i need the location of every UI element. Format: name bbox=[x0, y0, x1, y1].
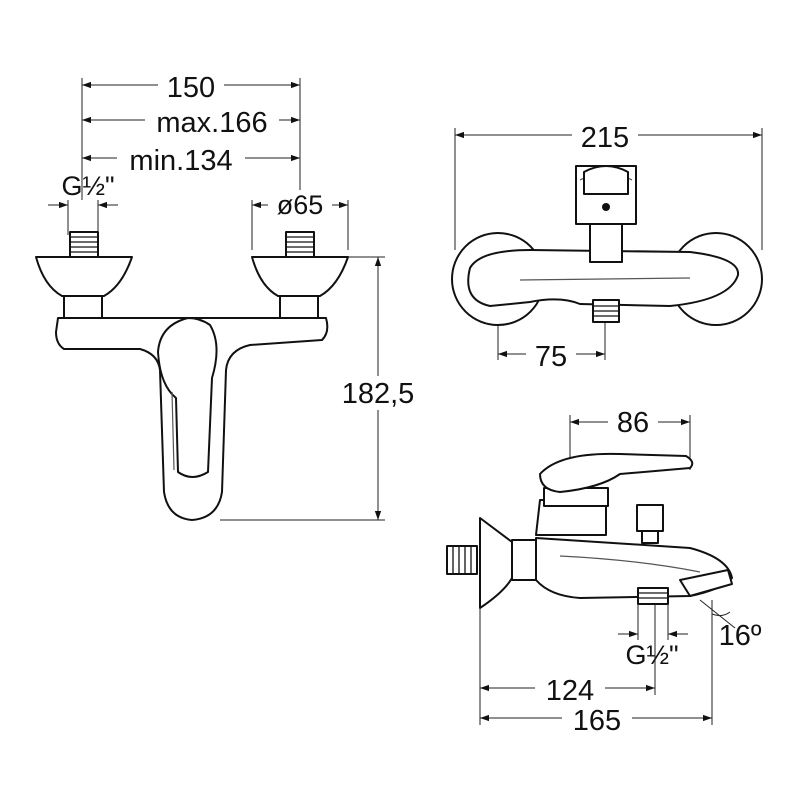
max-distance-label: max.166 bbox=[156, 107, 267, 139]
top-view-body bbox=[451, 165, 763, 326]
angle-16-indicator bbox=[699, 599, 736, 629]
outlet-distance-label: 75 bbox=[535, 341, 567, 373]
height-label: 182,5 bbox=[342, 378, 415, 410]
total-depth-label: 165 bbox=[573, 705, 621, 737]
flange-diameter-label: ø65 bbox=[277, 190, 324, 220]
side-thread-label: G½" bbox=[625, 640, 678, 670]
lever-length-label: 86 bbox=[617, 407, 649, 439]
top-view: 215 75 bbox=[451, 118, 763, 373]
right-wall-connector bbox=[251, 231, 349, 319]
front-view: 150 max.166 min.134 G½" ø65 182,5 bbox=[35, 68, 424, 521]
top-width-label: 215 bbox=[581, 122, 629, 154]
spout-angle-label: 16º bbox=[719, 620, 762, 652]
left-wall-connector bbox=[35, 231, 133, 319]
outlet-depth-label: 124 bbox=[546, 675, 594, 707]
width-label: 150 bbox=[167, 72, 215, 104]
side-view: 86 G½" 16º 124 165 bbox=[446, 405, 762, 737]
side-view-body bbox=[446, 452, 733, 609]
faucet-body-front bbox=[55, 317, 329, 521]
min-distance-label: min.134 bbox=[129, 145, 232, 177]
thread-label: G½" bbox=[61, 171, 114, 201]
